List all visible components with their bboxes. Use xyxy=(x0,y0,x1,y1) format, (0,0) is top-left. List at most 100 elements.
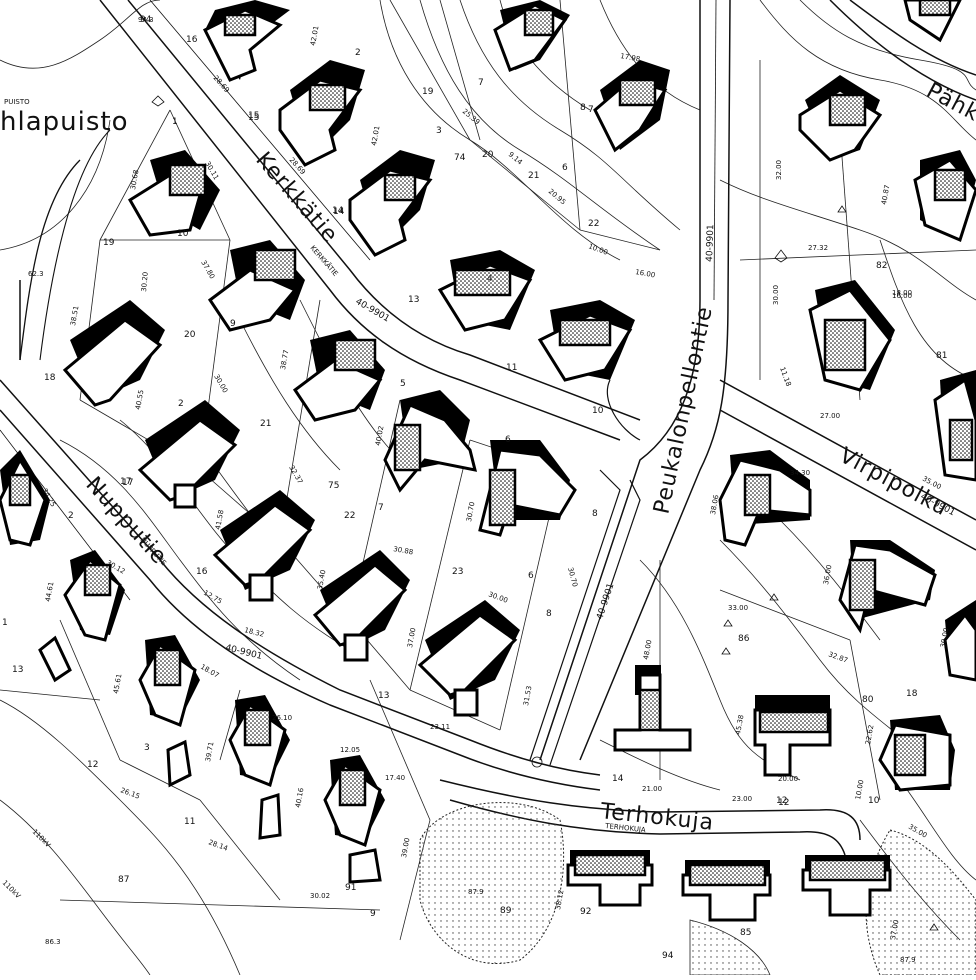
block-number: 89 xyxy=(500,906,512,916)
elevation-label: 42.01 xyxy=(370,125,381,146)
building xyxy=(0,450,50,547)
elevation-label: 31.53 xyxy=(522,685,533,706)
building xyxy=(127,150,220,237)
elevation-label: 17.40 xyxy=(385,774,405,782)
lot-number: 1 xyxy=(172,117,178,127)
building xyxy=(808,280,895,392)
block-number: 7 xyxy=(478,78,484,88)
building xyxy=(933,370,976,482)
building xyxy=(383,390,478,493)
building xyxy=(138,635,200,728)
lot-number: 2 xyxy=(178,399,184,409)
elevation-label: 38.77 xyxy=(279,349,290,370)
lot-number: 6 xyxy=(505,435,511,445)
block-number: 8 xyxy=(580,103,586,113)
zoning-code: 40-9901 xyxy=(595,582,616,621)
block-number: 75 xyxy=(328,481,339,491)
elevation-label: 12.75 xyxy=(202,589,223,606)
block-number: 10 xyxy=(868,796,880,806)
block-number: 2 xyxy=(68,511,74,521)
elevation-label: 94.3 xyxy=(138,16,154,24)
block-number: 7 xyxy=(378,503,384,513)
park-area xyxy=(419,802,976,976)
lot-number: 17 xyxy=(122,478,133,488)
street-name-peukalonpellontie: Peukalonpellontie xyxy=(649,304,717,516)
building xyxy=(278,60,365,167)
elevation-label: 35.00 xyxy=(907,823,928,840)
elevation-label: 27.00 xyxy=(820,412,840,420)
building xyxy=(38,635,72,683)
lot-number: 8 xyxy=(546,609,552,619)
lot-number: 9 xyxy=(230,319,236,329)
buildings xyxy=(0,0,976,922)
elevation-label: 33.00 xyxy=(728,604,748,612)
block-number: 15 xyxy=(248,113,259,123)
lot-numbers: 1 2 3 4 5 6 7 8 9 10 11 12 13 14 15 16 1… xyxy=(122,105,918,808)
elevation-label: 39.71 xyxy=(204,741,215,762)
elevation-label: 21.00 xyxy=(642,785,662,793)
block-number: 20 xyxy=(482,150,494,160)
block-number: 14 xyxy=(333,207,345,217)
block-number: 82 xyxy=(876,261,887,271)
elevation-label: 40.16 xyxy=(294,787,305,809)
building xyxy=(348,150,435,257)
block-number: 94 xyxy=(140,15,152,25)
block-number: 16 xyxy=(186,35,198,45)
elevation-label: 28.14 xyxy=(207,838,229,853)
zoning-code: 40-9901 xyxy=(354,297,392,324)
building xyxy=(62,300,165,407)
elevation-label: 87.9 xyxy=(468,888,484,896)
park-name: hlapuisto xyxy=(0,107,129,137)
elevation-label: 35.40 xyxy=(316,569,327,590)
elevation-label: 38.12 xyxy=(554,889,565,910)
elevation-label: 37.00 xyxy=(406,627,417,648)
block-number: 19 xyxy=(103,238,115,248)
elevation-label: 87.9 xyxy=(900,956,916,964)
building xyxy=(903,0,962,43)
building xyxy=(878,715,955,792)
lot-number: 16 xyxy=(196,567,208,577)
block-number: 92 xyxy=(580,907,591,917)
building xyxy=(207,240,305,332)
elevation-label: 16.00 xyxy=(892,292,912,300)
block-number: 20 xyxy=(184,330,196,340)
block-number: 8 xyxy=(592,509,598,519)
elevation-label: 36.00 xyxy=(822,564,833,585)
elevation-label: 30.00 xyxy=(772,285,780,305)
block-number: 91 xyxy=(345,883,356,893)
lot-number: 4 xyxy=(487,274,493,284)
power-line-label: 110kV xyxy=(31,828,53,850)
elevation-label: 26.10 xyxy=(272,714,292,722)
elevation-label: 11.18 xyxy=(778,366,792,388)
elevation-label: 86.3 xyxy=(45,938,61,946)
block-number: 13 xyxy=(378,691,389,701)
roads xyxy=(0,0,976,856)
block-number: 17 xyxy=(120,477,131,487)
elevation-label: 40.87 xyxy=(880,184,891,205)
elevation-label: 38.06 xyxy=(709,494,720,516)
street-name-pahkinapolku: Pähkinä xyxy=(922,78,976,144)
elevation-label: 32.00 xyxy=(775,160,783,180)
elevation-label: 41.58 xyxy=(214,509,225,530)
block-number: 9 xyxy=(370,909,376,919)
lot-number: 11 xyxy=(506,363,517,373)
elevation-label: 30.00 xyxy=(212,373,229,394)
elevation-label: 38.51 xyxy=(69,305,80,326)
elevation-label: 30.88 xyxy=(393,545,414,556)
block-number: 12 xyxy=(87,760,98,770)
lot-number: 14 xyxy=(332,206,344,216)
building xyxy=(63,550,125,642)
building xyxy=(798,75,883,162)
elevation-label: 26.15 xyxy=(119,786,141,800)
elevation-label: 30.70 xyxy=(566,566,579,587)
elevation-label: 30.02 xyxy=(310,892,330,900)
block-number: 85 xyxy=(740,928,751,938)
park-label-small: PUISTO xyxy=(4,98,30,106)
building xyxy=(202,0,290,82)
block-number: 13 xyxy=(12,665,23,675)
building xyxy=(566,850,654,907)
zoning-code: 40-9901 xyxy=(224,643,263,662)
elevation-label: 27.32 xyxy=(808,244,828,252)
